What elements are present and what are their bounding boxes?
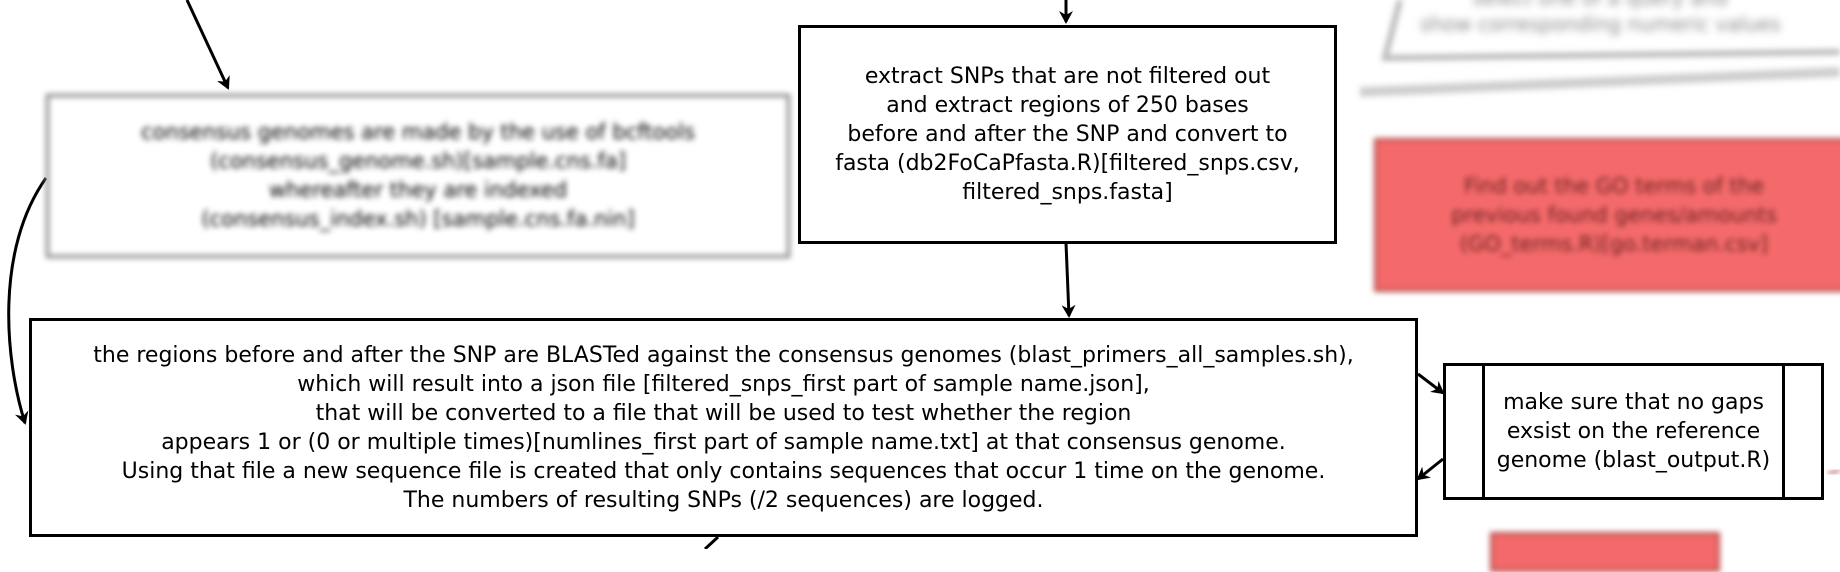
edge-gaps-to-blast — [1416, 457, 1444, 481]
node-consensus-genomes: consensus genomes are made by the use of… — [46, 94, 790, 258]
node-partial-bottom-red — [1490, 532, 1720, 572]
subprocess-right-bar — [1782, 366, 1785, 497]
node-partial-top-right-text: select one of a query and show correspon… — [1420, 0, 1781, 36]
edge-blast-to-below — [703, 535, 720, 549]
node-consensus-genomes-text: consensus genomes are made by the use of… — [141, 120, 695, 231]
node-extract-snps: extract SNPs that are not filtered out a… — [798, 25, 1337, 244]
partial-top-right-shape — [1359, 0, 1840, 97]
edge-top-to-consensus — [185, 0, 230, 90]
subprocess-left-bar — [1482, 366, 1485, 497]
node-partial-top-right: select one of a query and show correspon… — [1420, 0, 1840, 40]
diagram-canvas — [7, 0, 1840, 549]
node-blast-text: the regions before and after the SNP are… — [93, 342, 1354, 513]
node-check-gaps: make sure that no gaps exsist on the ref… — [1443, 363, 1824, 500]
node-check-gaps-text: make sure that no gaps exsist on the ref… — [1496, 390, 1771, 473]
node-blast: the regions before and after the SNP are… — [29, 318, 1418, 537]
node-extract-snps-text: extract SNPs that are not filtered out a… — [835, 64, 1300, 205]
edge-extract-to-blast — [1061, 242, 1076, 318]
edge-consensus-to-blast — [7, 177, 48, 425]
edge-blast-to-gaps — [1417, 372, 1445, 395]
node-go-terms-text: Find out the GO terms of the previous fo… — [1451, 173, 1777, 256]
node-go-terms: Find out the GO terms of the previous fo… — [1374, 138, 1840, 292]
edge-partial-right — [1827, 468, 1840, 476]
